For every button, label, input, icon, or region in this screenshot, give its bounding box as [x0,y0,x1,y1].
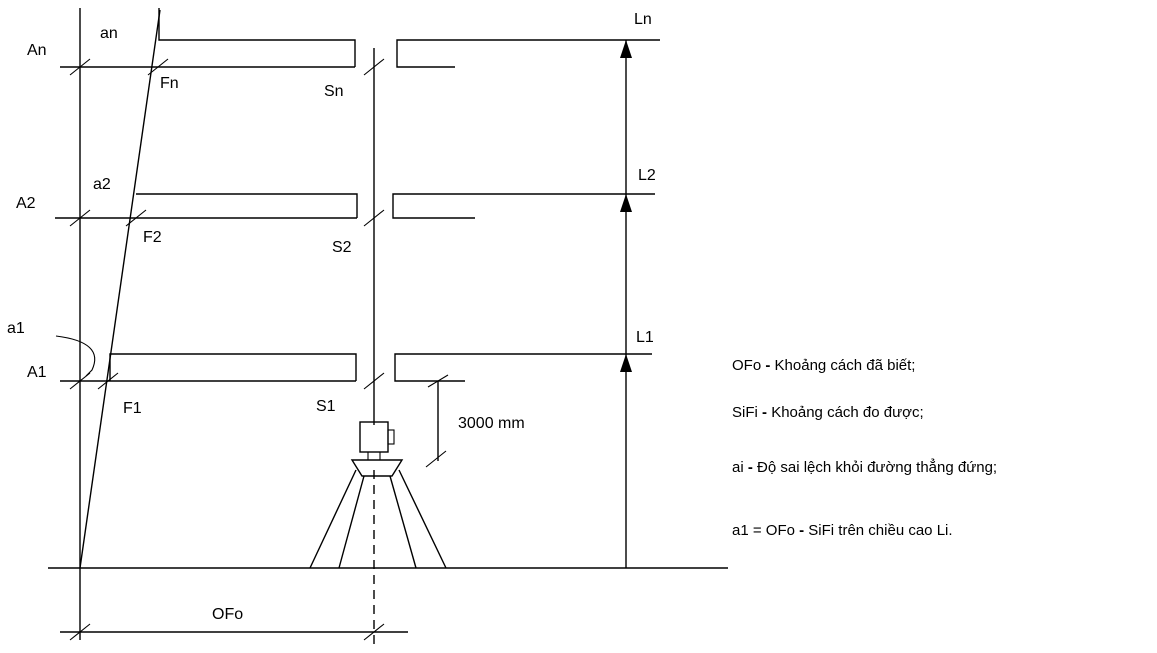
tick-F1 [97,372,119,390]
tick-A2 [69,209,91,227]
legend-term: ai [732,459,744,476]
legend-term: SiFi [732,404,758,421]
floor-n-slab-left [158,8,356,67]
legend-dash: - [743,459,758,476]
tick-An [69,58,91,76]
legend-text: Khoảng cách đo được; [771,404,924,421]
floor-1-slab-left [109,353,357,381]
label-S1: S1 [316,398,336,415]
a1-angle-leader [55,335,96,377]
label-L2: L2 [638,167,656,184]
tick-ofo-right [363,623,385,641]
floor-n-slab-right [396,39,660,68]
label-an: an [100,25,118,42]
label-A2: A2 [16,195,36,212]
tick-F2 [125,209,147,227]
label-A1: A1 [27,364,47,381]
legend-row-ai: ai - Độ sai lệch khỏi đường thẳng đứng; [732,459,997,476]
label-Ln: Ln [634,11,652,28]
label-a1: a1 [7,320,25,337]
label-S2: S2 [332,239,352,256]
label-An: An [27,42,47,59]
tick-Fn [147,58,169,76]
dim-3000-tick [425,450,447,468]
dim-3000-tick-top [427,374,449,388]
legend-row-sifi: SiFi - Khoảng cách đo được; [732,404,924,421]
legend-term: a1 = OFo [732,522,795,539]
inclined-edge-line [79,9,161,569]
tick-ofo-left [69,623,91,641]
tick-S2 [363,209,385,227]
arrow-Ln-icon [620,40,632,58]
legend-row-ofo: OFo - Khoảng cách đã biết; [732,357,915,374]
label-Sn: Sn [324,83,344,100]
legend-row-a1: a1 = OFo - SiFi trên chiều cao Li. [732,522,953,539]
label-a2: a2 [93,176,111,193]
arrow-L2-icon [620,194,632,212]
label-L1: L1 [636,329,654,346]
tripod-instrument-icon [309,421,447,569]
tick-Sn [363,58,385,76]
floor-2-slab-right [392,193,655,219]
label-OFo: OFo [212,606,243,623]
label-3000mm: 3000 mm [458,415,525,432]
label-Fn: Fn [160,75,179,92]
tick-S1 [363,372,385,390]
legend-text: Độ sai lệch khỏi đường thẳng đứng; [757,459,998,476]
legend-dash: - [761,357,775,374]
floor-2-slab-left [136,193,358,218]
legend-text: SiFi trên chiều cao Li. [808,522,953,539]
legend-dash: - [794,522,809,539]
legend-text: Khoảng cách đã biết; [774,357,916,374]
legend-term: OFo [732,357,762,374]
label-F2: F2 [143,229,162,246]
arrow-L1-icon [620,354,632,372]
floor-1-slab-right [394,353,652,382]
label-F1: F1 [123,400,142,417]
legend-dash: - [757,404,772,421]
